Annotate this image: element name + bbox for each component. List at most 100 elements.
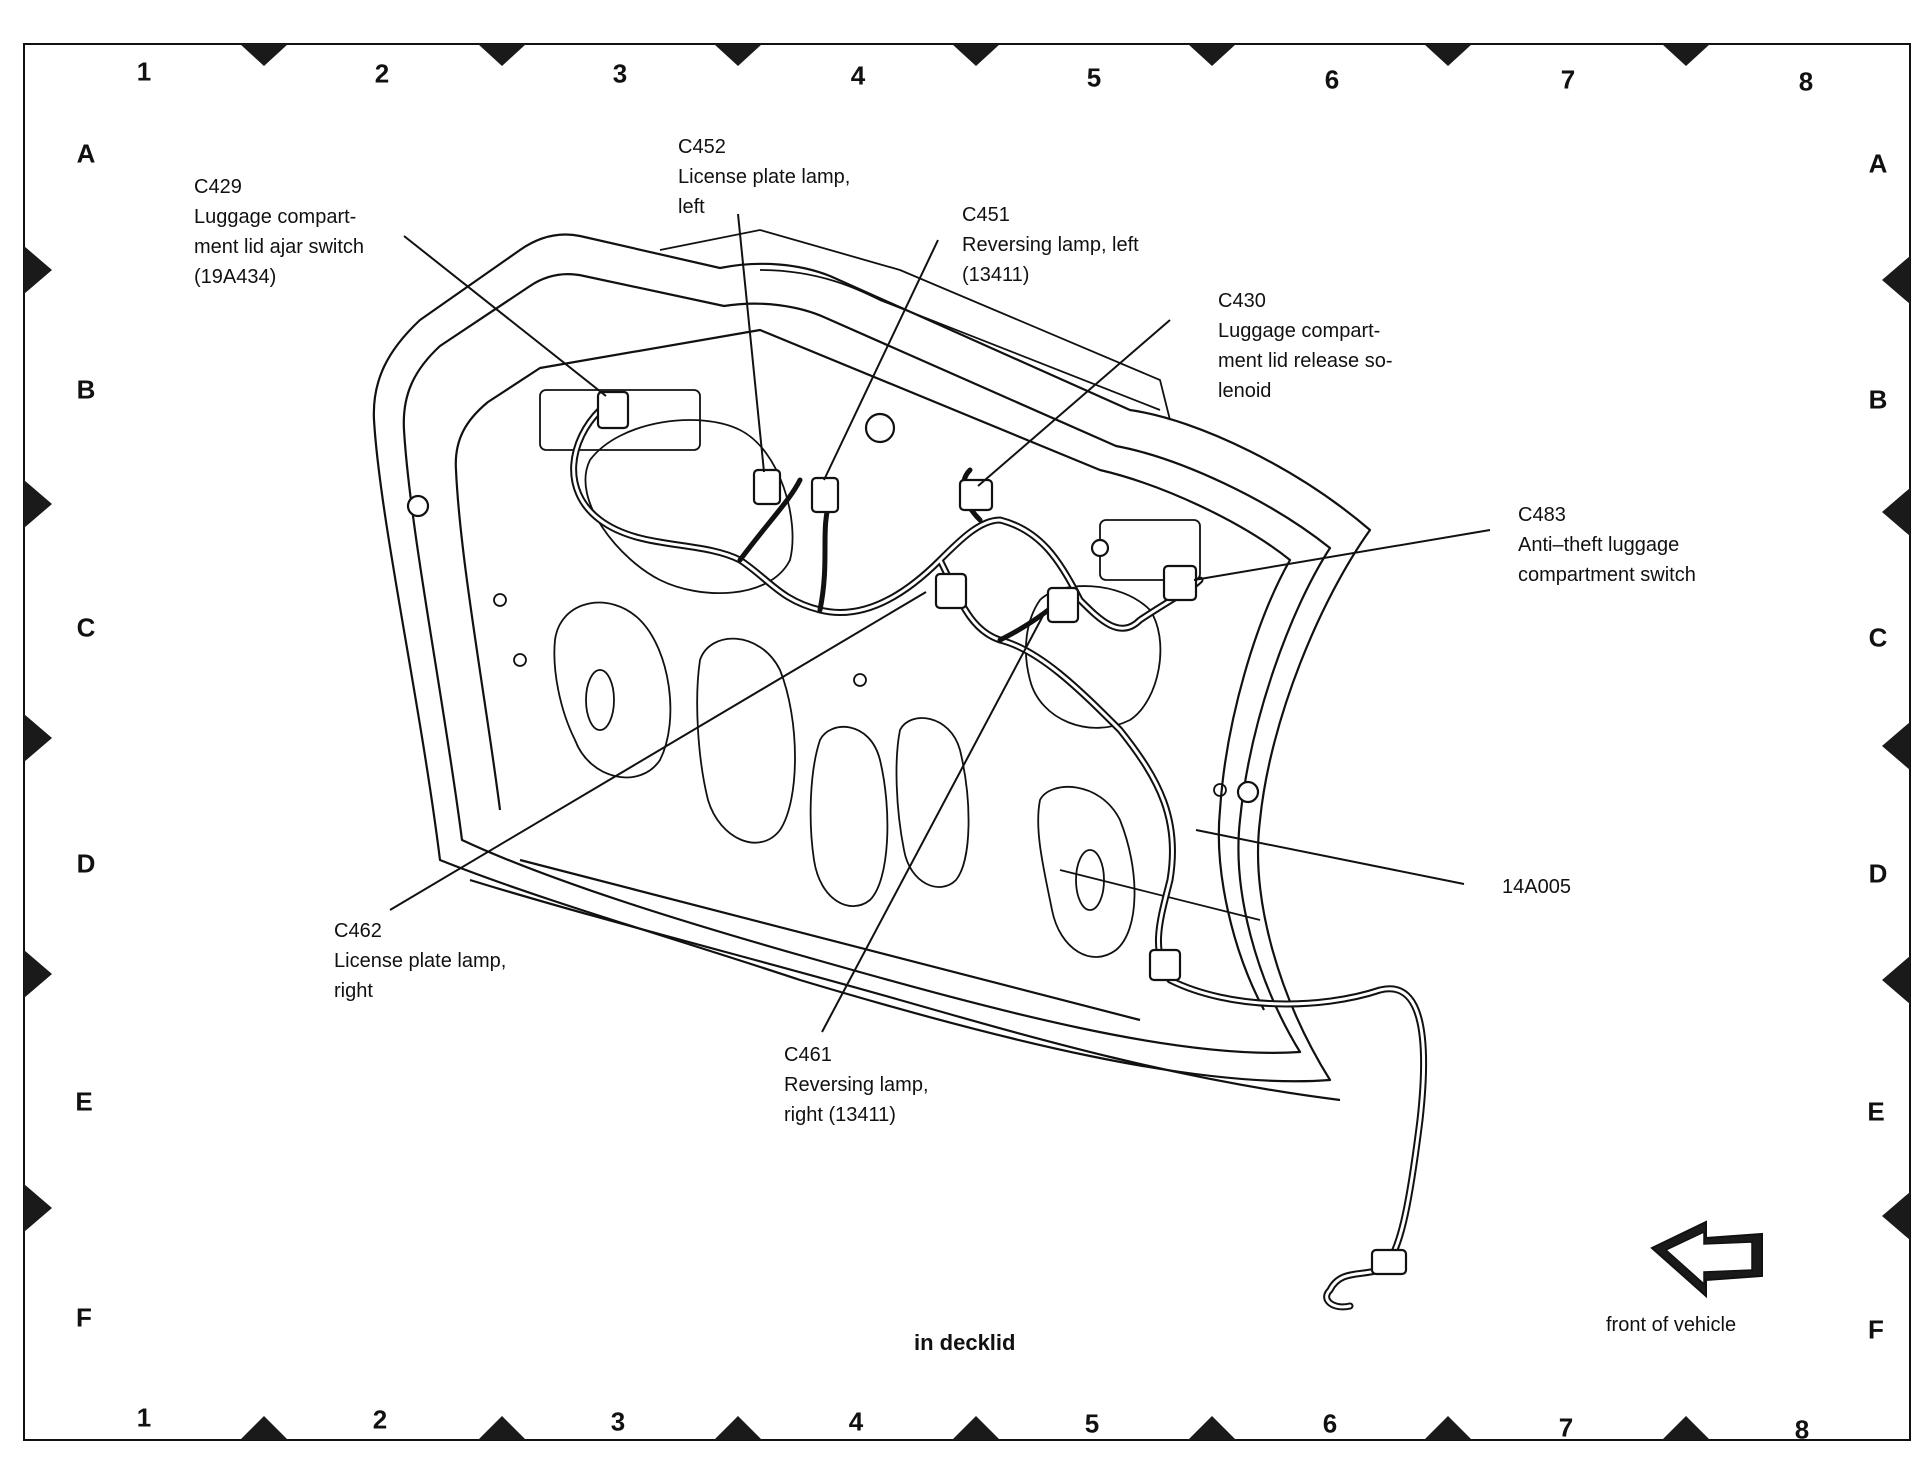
- connector-c452: [752, 468, 782, 506]
- bottom-marker: [1188, 1416, 1236, 1440]
- col-label-bottom-6: 6: [1322, 1408, 1338, 1439]
- leader-c483: [1193, 529, 1491, 581]
- col-label-top-7: 7: [1560, 64, 1576, 95]
- leader-c461: [821, 609, 1047, 1033]
- callout-c430-line: lenoid: [1218, 380, 1272, 402]
- left-marker: [24, 1184, 52, 1232]
- callout-c452-line: left: [678, 196, 705, 218]
- row-label-left-f: F: [76, 1302, 92, 1333]
- connector-c483: [1162, 564, 1198, 602]
- right-marker: [1882, 256, 1910, 304]
- bottom-marker: [714, 1416, 762, 1440]
- row-label-right-c: C: [1868, 622, 1888, 653]
- callout-14a005: 14A005: [1502, 872, 1571, 902]
- col-label-bottom-4: 4: [848, 1406, 864, 1437]
- leader-lines: [389, 213, 1491, 1033]
- connector-c430: [958, 478, 994, 512]
- top-marker: [478, 44, 526, 66]
- row-label-left-a: A: [76, 138, 96, 169]
- row-label-right-b: B: [1868, 384, 1888, 415]
- callout-c483-line: compartment switch: [1518, 564, 1696, 586]
- top-marker: [1188, 44, 1236, 66]
- leader-c452: [737, 213, 765, 473]
- connector-c462: [934, 572, 968, 610]
- bottom-marker: [1424, 1416, 1472, 1440]
- right-marker: [1882, 488, 1910, 536]
- bottom-marker: [478, 1416, 526, 1440]
- top-marker: [240, 44, 288, 66]
- top-marker: [952, 44, 1000, 66]
- callout-c452: C452 License plate lamp, left: [678, 132, 850, 222]
- callout-c451-line: (13411): [962, 264, 1030, 286]
- callout-c462: C462 License plate lamp, right: [334, 916, 506, 1006]
- diagram-caption: in decklid: [914, 1330, 1016, 1355]
- top-marker: [1424, 44, 1472, 66]
- callout-14a005-line: 14A005: [1502, 876, 1571, 898]
- top-marker: [1662, 44, 1710, 66]
- left-marker: [24, 714, 52, 762]
- callout-c462-line: License plate lamp,: [334, 950, 507, 972]
- row-label-left-c: C: [76, 612, 96, 643]
- col-label-bottom-7: 7: [1558, 1412, 1574, 1443]
- callout-c430-line: ment lid release so-: [1218, 350, 1393, 372]
- callout-c430-line: Luggage compart-: [1218, 320, 1381, 342]
- bottom-marker: [240, 1416, 288, 1440]
- col-label-top-4: 4: [850, 60, 866, 91]
- front-of-vehicle-label: front of vehicle: [1606, 1314, 1737, 1336]
- right-marker: [1882, 1192, 1910, 1240]
- row-label-right-a: A: [1868, 148, 1888, 179]
- callout-c461: C461 Reversing lamp, right (13411): [784, 1040, 929, 1130]
- callout-c451: C451 Reversing lamp, left (13411): [962, 200, 1139, 290]
- col-label-bottom-8: 8: [1794, 1414, 1810, 1445]
- col-label-bottom-5: 5: [1084, 1408, 1100, 1439]
- left-marker: [24, 480, 52, 528]
- callout-c462-line: C462: [334, 920, 382, 942]
- leader-c429: [403, 235, 607, 397]
- col-label-top-5: 5: [1086, 62, 1102, 93]
- callout-c483: C483 Anti–theft luggage compartment swit…: [1518, 500, 1696, 590]
- callout-c429-line: (19A434): [194, 266, 277, 288]
- callout-c461-line: C461: [784, 1044, 832, 1066]
- connector-c451: [810, 476, 840, 514]
- top-marker: [714, 44, 762, 66]
- col-label-top-1: 1: [136, 56, 152, 87]
- callout-c430-line: C430: [1218, 290, 1266, 312]
- connector-c429: [596, 390, 630, 430]
- bottom-marker: [952, 1416, 1000, 1440]
- callout-c429: C429 Luggage compart- ment lid ajar swit…: [194, 172, 364, 292]
- front-arrow-icon: [1650, 1220, 1763, 1299]
- left-marker: [24, 950, 52, 998]
- decklid-outline: [372, 233, 1372, 1102]
- row-label-left-e: E: [75, 1086, 93, 1117]
- connectors: [406, 390, 1408, 1276]
- callout-c451-line: C451: [962, 204, 1010, 226]
- leader-c430: [977, 319, 1171, 487]
- col-label-bottom-3: 3: [610, 1406, 626, 1437]
- border-markers: [24, 44, 1910, 1440]
- leader-14a005: [1195, 829, 1465, 885]
- callout-c483-line: C483: [1518, 504, 1566, 526]
- right-marker: [1882, 956, 1910, 1004]
- leader-c462: [389, 591, 927, 911]
- callout-c451-line: Reversing lamp, left: [962, 234, 1139, 256]
- callout-c429-line: Luggage compart-: [194, 206, 357, 228]
- row-label-right-e: E: [1867, 1096, 1885, 1127]
- row-label-left-d: D: [76, 848, 96, 879]
- decklid-panels: [493, 229, 1261, 958]
- col-label-bottom-1: 1: [136, 1402, 152, 1433]
- callout-c452-line: C452: [678, 136, 726, 158]
- wiring-harness: [570, 406, 1428, 1311]
- callout-c452-line: License plate lamp,: [678, 166, 851, 188]
- row-label-left-b: B: [76, 374, 96, 405]
- row-label-right-f: F: [1868, 1314, 1884, 1345]
- right-marker: [1882, 722, 1910, 770]
- bottom-marker: [1662, 1416, 1710, 1440]
- col-label-top-2: 2: [374, 58, 390, 89]
- callout-c429-line: ment lid ajar switch: [194, 236, 365, 258]
- callout-c462-line: right: [334, 980, 373, 1002]
- callout-c461-line: right (13411): [784, 1104, 896, 1126]
- col-label-top-6: 6: [1324, 64, 1340, 95]
- col-label-bottom-2: 2: [372, 1404, 388, 1435]
